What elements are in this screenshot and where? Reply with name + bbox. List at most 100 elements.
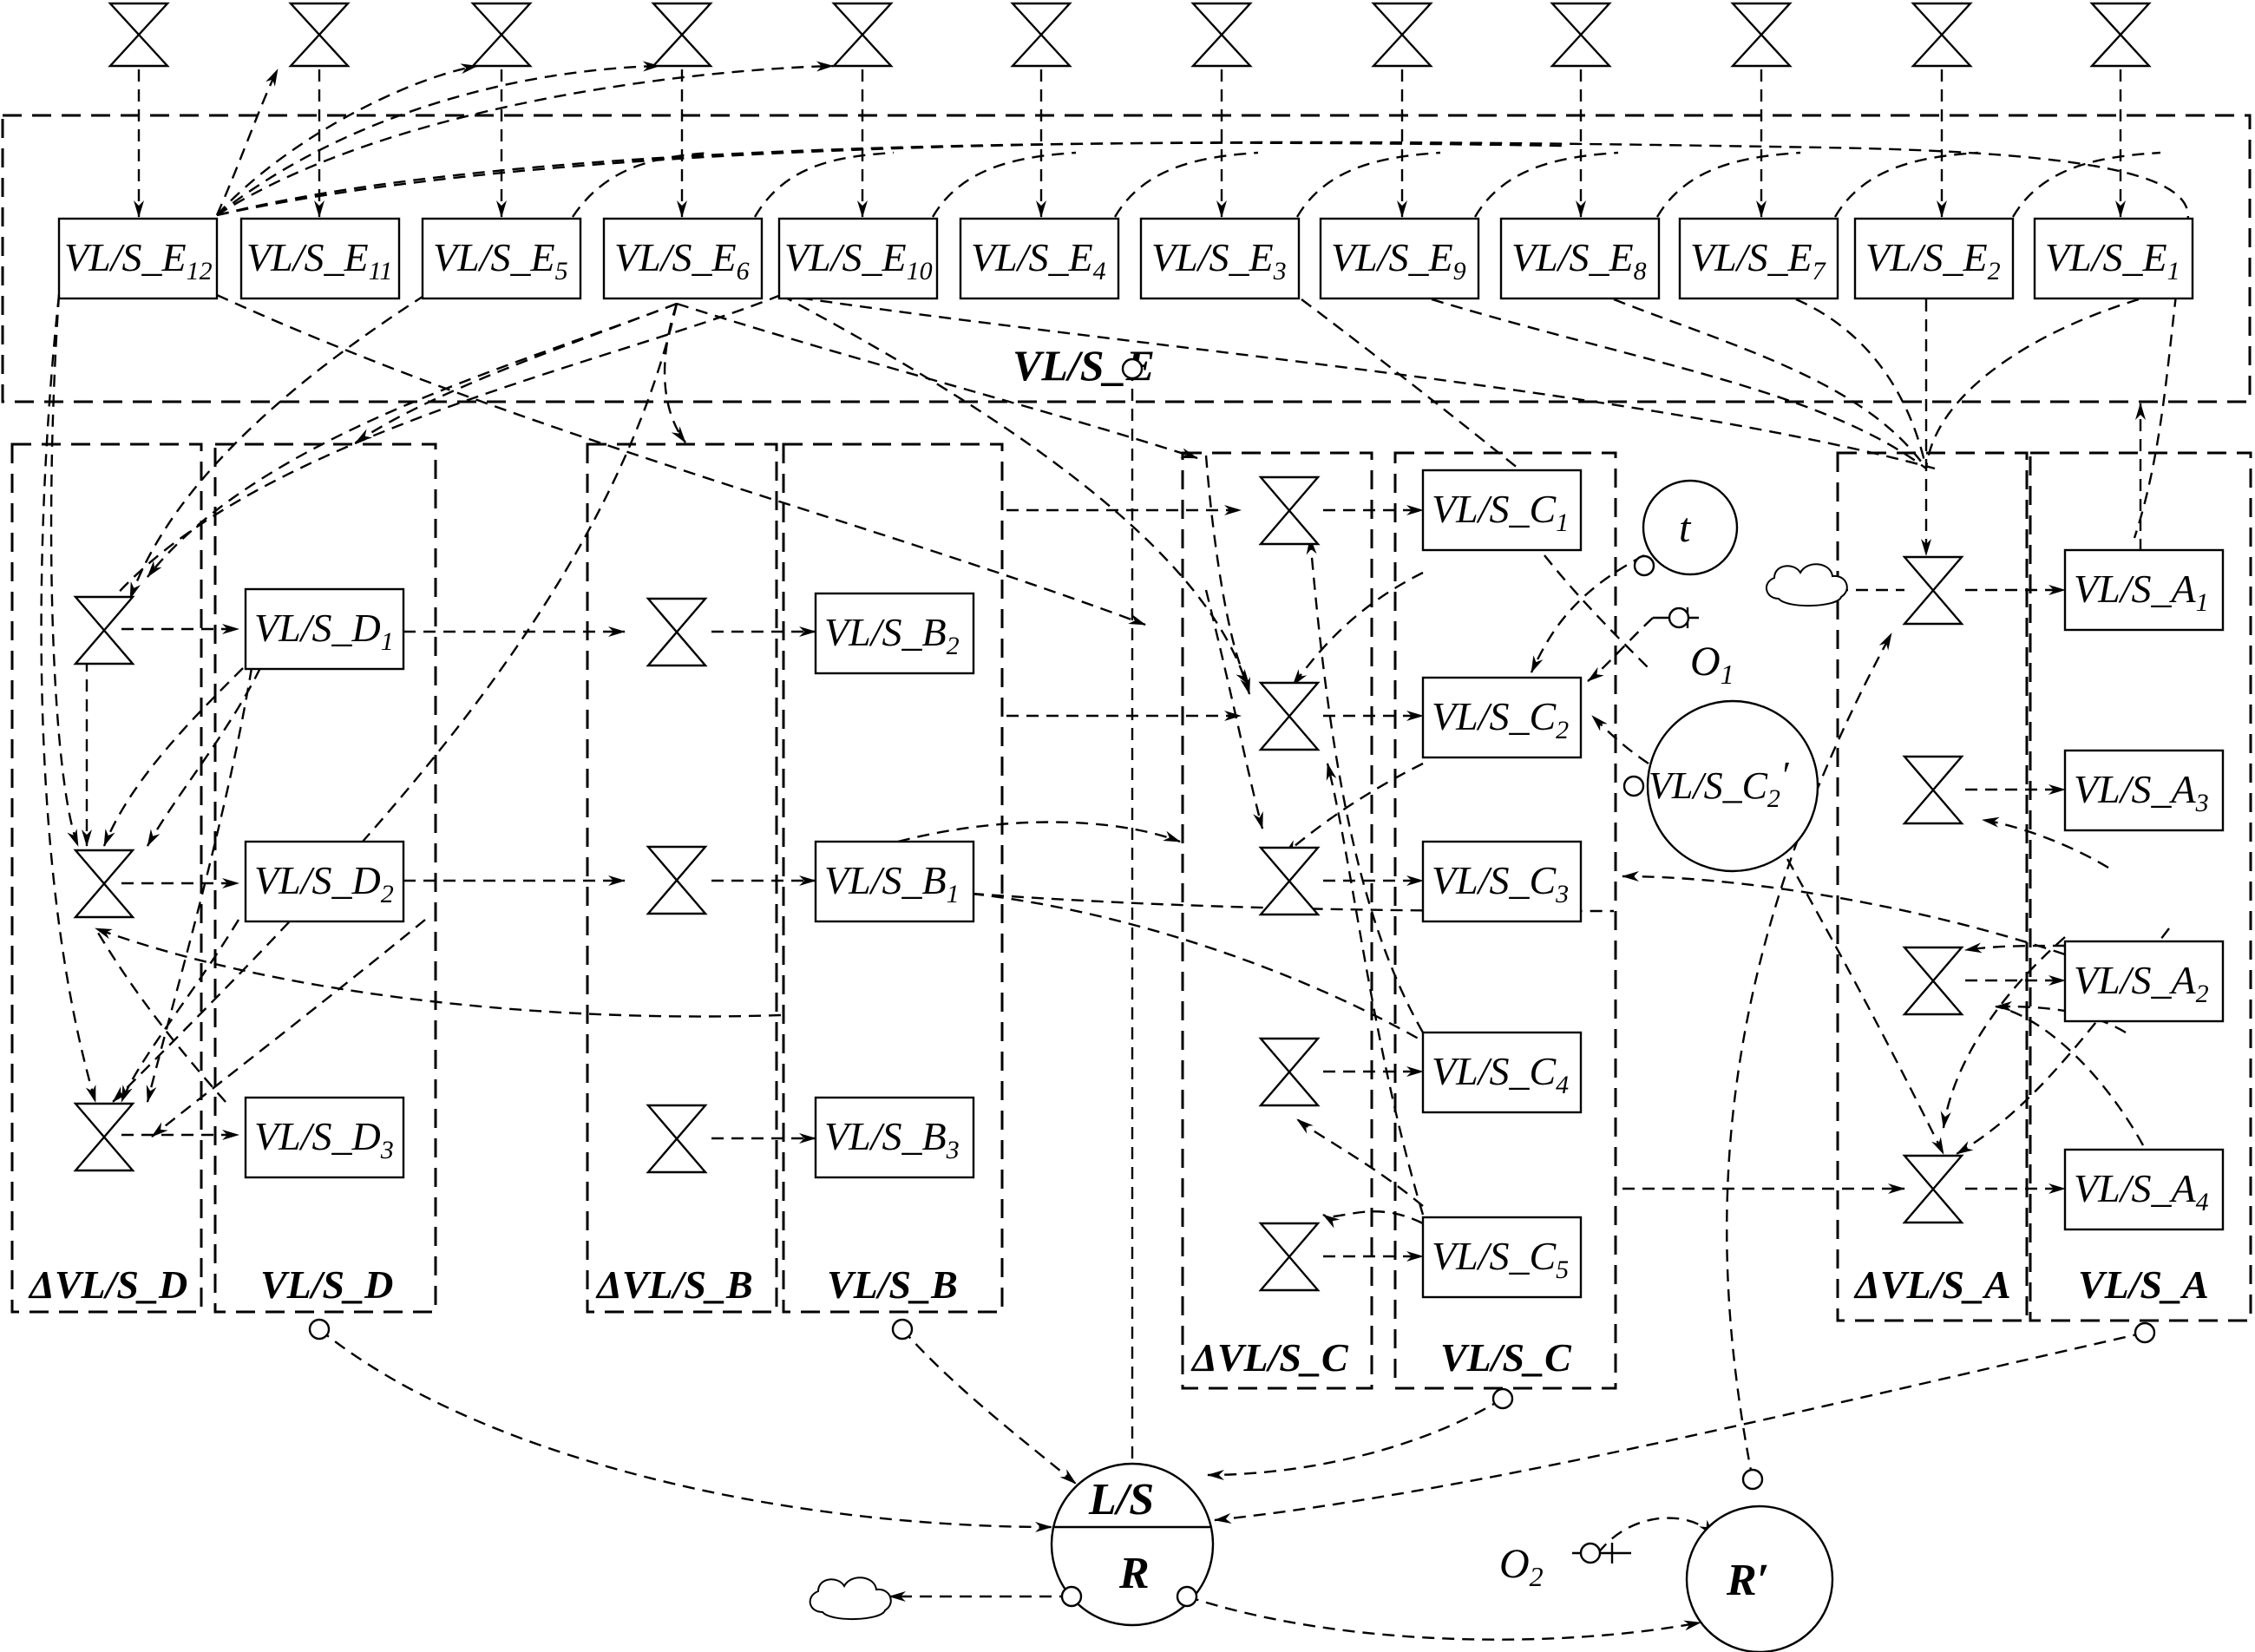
level-label-E4: VL/S_E4	[971, 235, 1106, 285]
junction-ring	[2134, 1321, 2156, 1344]
level-label-B3: VL/S_B3	[824, 1114, 960, 1164]
valve-icon	[1550, 2, 1612, 68]
link	[1995, 1001, 2127, 1034]
valve-icon	[1902, 1154, 1964, 1224]
link	[216, 61, 834, 217]
level-box-C2	[1421, 676, 1583, 759]
link	[112, 293, 782, 600]
group-label-A: VL/S_A	[2078, 1262, 2209, 1307]
level-label-C2: VL/S_C2	[1432, 694, 1569, 744]
valve-icon	[651, 2, 713, 68]
rprime-node	[1685, 1504, 1834, 1652]
level-label-E1: VL/S_E1	[2045, 235, 2180, 285]
level-label-C4: VL/S_C4	[1432, 1049, 1569, 1099]
group-frame-dA	[1836, 451, 2029, 1322]
link	[128, 293, 426, 600]
level-box-E12	[57, 217, 219, 300]
level-label-D2: VL/S_D2	[254, 858, 394, 908]
ls-rate-bottom-label: R	[1118, 1549, 1150, 1598]
level-label-E11: VL/S_E11	[246, 235, 392, 285]
valve-icon	[1258, 475, 1321, 546]
group-label-dC: ΔVL/S_C	[1190, 1335, 1349, 1380]
valve-icon	[1911, 2, 1973, 68]
valve-icon	[470, 2, 533, 68]
junction-ring	[308, 1318, 331, 1341]
link	[1940, 936, 2066, 1129]
constant-O2-label: O2	[1499, 1541, 1544, 1592]
link	[1301, 298, 1519, 469]
link	[1204, 455, 1250, 686]
link	[663, 303, 686, 443]
link	[780, 293, 1251, 695]
link	[1786, 858, 1945, 1155]
level-label-E12: VL/S_E12	[64, 235, 213, 285]
level-box-E8	[1499, 217, 1661, 300]
link	[1530, 554, 1645, 673]
level-box-D3	[244, 1096, 405, 1179]
link	[216, 63, 478, 216]
group-label-C: VL/S_C	[1440, 1335, 1572, 1380]
link	[1982, 816, 2109, 869]
group-frame-dB	[586, 442, 778, 1314]
link	[151, 919, 426, 1137]
connectors	[40, 61, 2189, 1641]
group-frame-A	[2029, 451, 2252, 1322]
group-label-dA: ΔVL/S_A	[1853, 1262, 2011, 1307]
group-frame-D	[213, 442, 437, 1314]
junction-ring	[1741, 1468, 1764, 1491]
junction-ring	[1121, 357, 1144, 380]
level-label-C1: VL/S_C1	[1432, 487, 1569, 537]
valve-icon	[646, 845, 708, 915]
link	[146, 667, 262, 847]
valve-icon	[646, 1104, 708, 1174]
valve-icon	[73, 1102, 135, 1172]
link	[1622, 871, 2066, 956]
link	[1613, 298, 1927, 469]
junction-ring	[1579, 1542, 1602, 1564]
valves	[73, 2, 2152, 1292]
level-box-C5	[1421, 1216, 1583, 1299]
link	[40, 294, 97, 1103]
group-frame-dC	[1181, 451, 1373, 1390]
valve-icon	[73, 849, 135, 919]
link	[1322, 1210, 1424, 1229]
level-label-B2: VL/S_B2	[824, 610, 960, 660]
valve-icon	[646, 597, 708, 667]
level-box-E5	[421, 217, 582, 300]
level-box-E11	[239, 217, 401, 300]
level-label-E10: VL/S_E10	[784, 235, 933, 285]
time-node	[1642, 479, 1739, 576]
level-labels: VL/S_E12 VL/S_E11 VL/S_E5 VL/S_E6 VL/S_E…	[64, 235, 2209, 1284]
level-box-E1	[2033, 217, 2194, 300]
level-box-B1	[814, 840, 975, 923]
group-label-dD: ΔVL/S_D	[28, 1262, 187, 1307]
link	[1544, 554, 1649, 669]
valve-icon	[288, 2, 351, 68]
junction-ring	[1668, 606, 1690, 629]
level-box-C4	[1421, 1031, 1583, 1114]
group-frame-dD	[10, 442, 203, 1314]
link	[1292, 571, 1424, 686]
link	[572, 151, 712, 218]
valve-icon	[1258, 1222, 1321, 1292]
junction-ring	[1633, 554, 1655, 577]
link	[1726, 633, 1893, 1480]
link	[901, 1328, 1077, 1485]
link	[49, 294, 80, 847]
valve-icon	[831, 2, 894, 68]
level-label-E3: VL/S_E3	[1151, 235, 1287, 285]
ls-rate-node	[1050, 1462, 1215, 1627]
nodes: t O1 VL/S_C2′ L/S R R′ O2	[1050, 479, 1834, 1652]
level-label-E6: VL/S_E6	[614, 235, 750, 285]
link	[216, 141, 2189, 539]
link	[1295, 151, 1441, 218]
group-frame-E	[1, 114, 2252, 403]
link	[897, 821, 1181, 843]
group-frame-B	[782, 442, 1004, 1314]
link	[1296, 1118, 1424, 1207]
valve-icon	[108, 2, 170, 68]
level-label-C3: VL/S_C3	[1432, 858, 1569, 908]
link	[216, 293, 1146, 626]
junction-ring	[891, 1318, 914, 1341]
link	[1655, 151, 1801, 218]
